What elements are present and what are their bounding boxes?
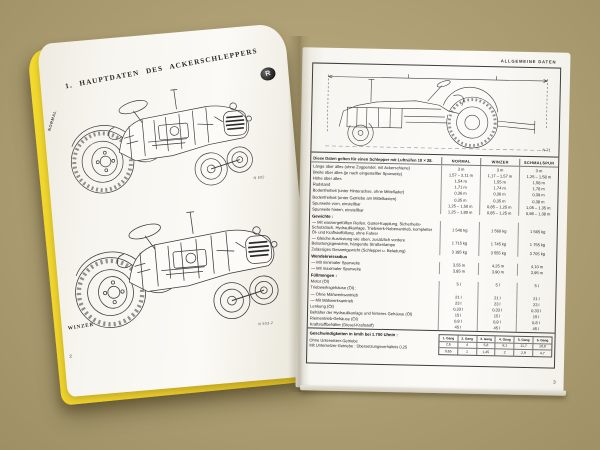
content-frame: N 71 Diese Daten gelten für einen Schlep… bbox=[305, 62, 562, 369]
speeds-section: Geschwindigkeiten in km/h bei 1.700 U/mi… bbox=[307, 327, 555, 360]
tractor-illustration-normal bbox=[63, 81, 259, 200]
spec-value: 3 185 kg bbox=[439, 248, 479, 256]
left-page-number: 2 bbox=[69, 353, 73, 359]
spec-value: 45 l bbox=[437, 323, 477, 331]
variant-label-normal: NORMAL bbox=[46, 109, 58, 132]
gear-cell: 2 bbox=[494, 348, 514, 356]
spec-value: 1 560 kg bbox=[478, 222, 518, 240]
spec-value: 45 l bbox=[476, 324, 516, 332]
speeds-labels: Geschwindigkeiten in km/h bei 1.700 U/mi… bbox=[309, 330, 435, 354]
spec-value: 3,85 m bbox=[438, 267, 478, 275]
gear-cell: 0,65 bbox=[439, 347, 458, 355]
right-page-number: 3 bbox=[553, 379, 556, 385]
tractor-side-view bbox=[325, 74, 548, 151]
spec-value: 3,90 m bbox=[477, 268, 517, 276]
spec-value: 3 555 kg bbox=[478, 249, 518, 257]
left-page: 1. HAUPTDATEN DES ACKERSCHLEPPERS R NORM… bbox=[37, 22, 315, 398]
spec-value: 1,25 – 1,80 m bbox=[440, 208, 480, 216]
spec-value: 1 715 kg bbox=[439, 237, 479, 250]
speeds-line-2: Mit Untersetzer-Getriebe : Übersetzungsv… bbox=[309, 342, 408, 350]
spec-rows: Länge über alles (ohne Zugpendel, mit Ac… bbox=[308, 163, 559, 333]
gear-cell: 2,9 bbox=[513, 348, 533, 356]
spec-table: Diese Daten gelten für einen Schlepper m… bbox=[308, 152, 559, 333]
drawing-caption: N 71 bbox=[542, 148, 551, 153]
spec-value: 1 755 kg bbox=[517, 239, 557, 252]
column-header-schmalspur: SCHMALSPUR bbox=[519, 158, 559, 167]
spec-value: 1 565 kg bbox=[517, 223, 557, 240]
spec-value: 0,98 – 1,38 m bbox=[518, 210, 558, 218]
spec-value: 1 745 kg bbox=[478, 238, 518, 251]
gear-cell: 1,45 bbox=[475, 348, 495, 356]
gear-cell: 4,7 bbox=[532, 349, 552, 357]
gear-cell: 1 bbox=[457, 347, 476, 355]
page-header: ALLGEMEINE DATEN bbox=[500, 58, 557, 65]
spec-value: 3,95 m bbox=[516, 269, 556, 277]
dimension-drawing: N 71 bbox=[311, 63, 561, 158]
right-page: ALLGEMEINE DATEN bbox=[295, 47, 571, 393]
spec-value: 3 705 kg bbox=[517, 250, 557, 258]
column-header-winzer: WINZER bbox=[480, 157, 520, 166]
spec-value: 45 l bbox=[515, 325, 555, 333]
spec-value: 0,85 – 1,25 m bbox=[479, 209, 519, 217]
column-header-normal: NORMAL bbox=[441, 157, 481, 166]
spec-value: 1 540 kg bbox=[439, 221, 479, 239]
